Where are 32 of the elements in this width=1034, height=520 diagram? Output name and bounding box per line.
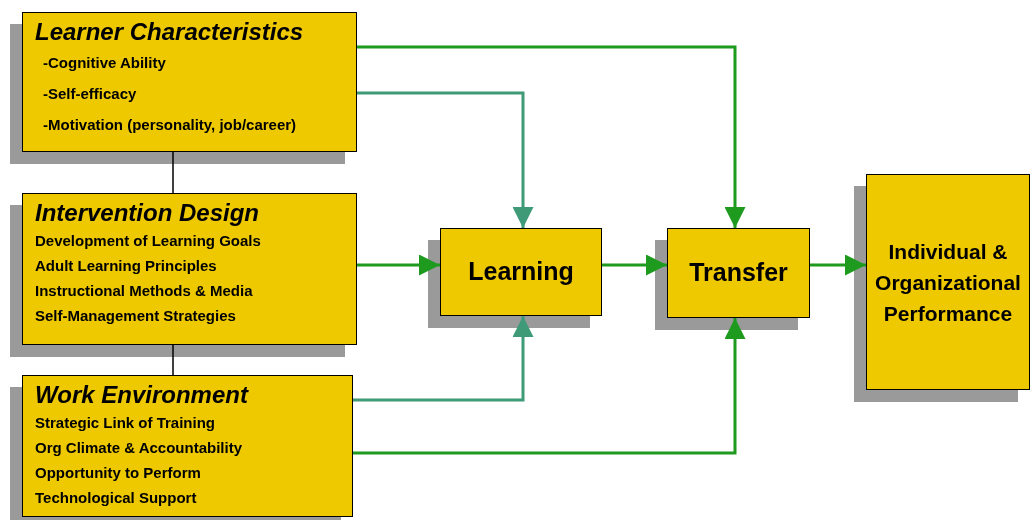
list-item: Self-Management Strategies — [35, 306, 237, 326]
box-heading: Learner Characteristics — [35, 17, 305, 47]
box-heading: Intervention Design — [35, 198, 261, 228]
list-item: Strategic Link of Training — [35, 413, 217, 433]
connector-line — [172, 344, 174, 376]
arrow — [357, 254, 440, 276]
list-item: Opportunity to Perform — [35, 463, 202, 483]
outcome-box — [866, 174, 1030, 390]
box-heading: Work Environment — [35, 380, 250, 410]
list-item: -Cognitive Ability — [42, 53, 167, 73]
factor-box — [22, 375, 353, 517]
arrow — [353, 318, 746, 455]
arrow — [353, 316, 534, 402]
arrow — [602, 254, 667, 276]
list-item: -Motivation (personality, job/career) — [42, 115, 298, 135]
arrow — [810, 254, 866, 276]
list-item: Technological Support — [35, 488, 198, 508]
connector-line — [172, 151, 174, 194]
list-item: Instructional Methods & Media — [35, 281, 254, 301]
arrow — [357, 91, 534, 228]
factor-box — [22, 193, 357, 345]
list-item: Development of Learning Goals — [35, 231, 262, 251]
box-label: Transfer — [689, 257, 788, 289]
list-item: Adult Learning Principles — [35, 256, 218, 276]
box-label: Individual & Organizational Performance — [874, 238, 1022, 327]
box-label: Learning — [468, 256, 574, 288]
arrow — [357, 45, 746, 228]
outcome-box — [667, 228, 810, 318]
list-item: -Self-efficacy — [42, 84, 138, 104]
list-item: Org Climate & Accountability — [35, 438, 243, 458]
outcome-box — [440, 228, 602, 316]
factor-box — [22, 12, 357, 152]
